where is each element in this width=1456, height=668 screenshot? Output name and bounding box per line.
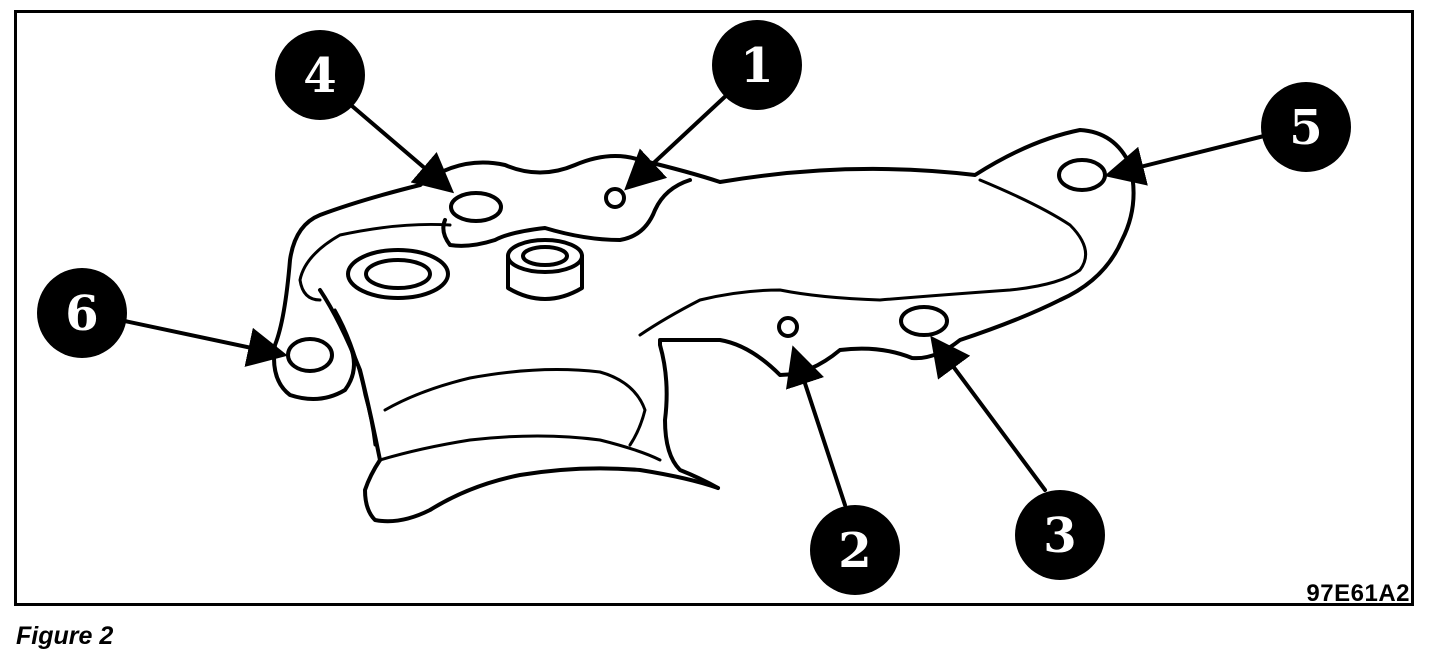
- washer-boss-outer: [346, 248, 450, 300]
- bracket-leg-inner: [333, 308, 377, 447]
- figure-code: 97E61A2: [1306, 580, 1410, 607]
- arrow-2: [786, 345, 847, 507]
- callout-5: 5: [1261, 82, 1351, 172]
- arrow-5: [1104, 133, 1270, 186]
- hole-3: [899, 305, 949, 337]
- callout-3: 3: [1015, 490, 1105, 580]
- callout-2: 2: [810, 505, 900, 595]
- callout-6: 6: [37, 268, 127, 358]
- callout-6-label: 6: [65, 286, 98, 342]
- arrow-1: [624, 90, 732, 191]
- callout-2-label: 2: [838, 523, 871, 579]
- callout-4-label: 4: [303, 48, 336, 104]
- arrow-6: [118, 318, 288, 367]
- bracket-arm: [441, 178, 692, 248]
- spacer-hole: [521, 245, 569, 267]
- arrow-3: [930, 335, 1047, 492]
- hole-4: [449, 191, 503, 223]
- bracket-leg: [318, 288, 382, 462]
- bracket-inner-rim: [638, 178, 1088, 337]
- callout-3-label: 3: [1043, 508, 1076, 564]
- saddle-lip: [378, 434, 662, 462]
- bracket-inner-rim-left: [298, 222, 452, 302]
- saddle-curve-inner: [383, 368, 647, 447]
- callout-1: 1: [712, 20, 802, 110]
- hole-2: [777, 316, 799, 338]
- callout-4: 4: [275, 30, 365, 120]
- spacer-body: [506, 254, 584, 301]
- callout-1-label: 1: [740, 38, 773, 94]
- spacer-top: [506, 238, 584, 274]
- callout-5-label: 5: [1289, 100, 1322, 156]
- hole-1: [604, 187, 626, 209]
- arrow-4: [343, 98, 455, 194]
- figure-caption: Figure 2: [16, 622, 114, 650]
- washer-boss-inner: [364, 258, 432, 290]
- hole-6: [286, 337, 334, 373]
- hole-5: [1057, 158, 1107, 192]
- saddle-curve: [363, 458, 720, 524]
- bracket-outline: [418, 128, 1136, 490]
